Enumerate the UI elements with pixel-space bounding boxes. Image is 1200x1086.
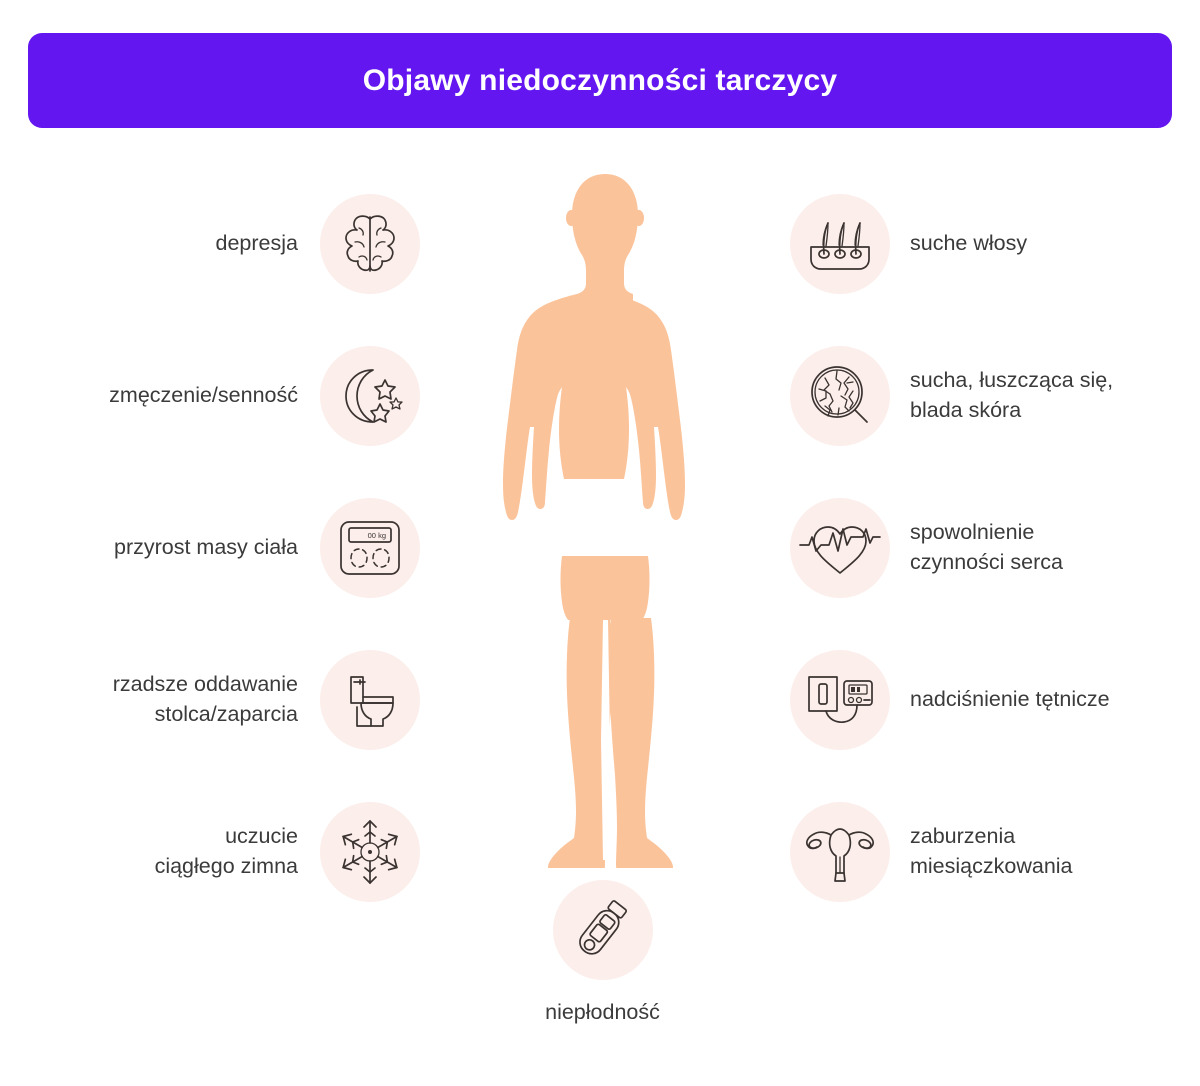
symptom-item-sucha-skora[interactable]: sucha, łuszcząca się, blada skóra: [790, 320, 1170, 472]
pregnancy-test-icon: [552, 880, 653, 980]
symptom-label: niepłodność: [545, 1000, 660, 1024]
symptom-label: uczucie ciągłego zimna: [154, 824, 298, 878]
symptom-item-przyrost-masy-ciala[interactable]: przyrost masy ciała 00 kg: [60, 472, 420, 624]
symptom-label: suche włosy: [910, 231, 1028, 256]
snowflake-icon: [320, 802, 420, 902]
female-body-silhouette-icon: [470, 168, 740, 868]
brain-icon: [320, 194, 420, 294]
symptom-label: spowolnienie czynności serca: [910, 520, 1063, 574]
moon-stars-icon: [320, 346, 420, 446]
heart-ecg-icon: [790, 498, 890, 598]
symptom-item-zaburzenia-miesiaczkowania[interactable]: zaburzenia miesiączkowania: [790, 776, 1170, 928]
symptom-item-suche-wlosy[interactable]: suche włosy: [790, 168, 1170, 320]
weight-scale-icon: 00 kg: [320, 498, 420, 598]
hair-follicle-icon: [790, 194, 890, 294]
dry-skin-magnifier-icon: [790, 346, 890, 446]
page-title: Objawy niedoczynności tarczycy: [362, 63, 838, 97]
uterus-icon: [790, 802, 890, 902]
page-header-banner: Objawy niedoczynności tarczycy: [28, 33, 1172, 128]
symptom-item-depresja[interactable]: depresja: [60, 168, 420, 320]
symptom-label: przyrost masy ciała: [114, 535, 298, 560]
symptom-label: zaburzenia miesiączkowania: [910, 824, 1073, 878]
blood-pressure-monitor-icon: [790, 650, 890, 750]
symptom-item-zaparcia[interactable]: rzadsze oddawanie stolca/zaparcia: [60, 624, 420, 776]
symptom-label: nadciśnienie tętnicze: [910, 687, 1110, 712]
left-symptoms-column: depresja zmęczenie/senność: [60, 168, 420, 928]
symptom-item-spowolnienie-serca[interactable]: spowolnienie czynności serca: [790, 472, 1170, 624]
symptom-item-uczucie-zimna[interactable]: uczucie ciągłego zimna: [60, 776, 420, 928]
symptom-label: rzadsze oddawanie stolca/zaparcia: [112, 672, 298, 726]
symptom-item-zmeczenie-sennosc[interactable]: zmęczenie/senność: [60, 320, 420, 472]
symptom-label: zmęczenie/senność: [109, 383, 298, 408]
symptom-label: sucha, łuszcząca się, blada skóra: [910, 368, 1114, 422]
scale-display-text: 00 kg: [368, 531, 386, 540]
symptom-label: depresja: [215, 231, 298, 256]
symptom-item-nieplodnosc[interactable]: niepłodność: [490, 880, 715, 1028]
symptom-item-nadcisnienie[interactable]: nadciśnienie tętnicze: [790, 624, 1170, 776]
right-symptoms-column: suche włosy: [790, 168, 1170, 928]
toilet-icon: [320, 650, 420, 750]
